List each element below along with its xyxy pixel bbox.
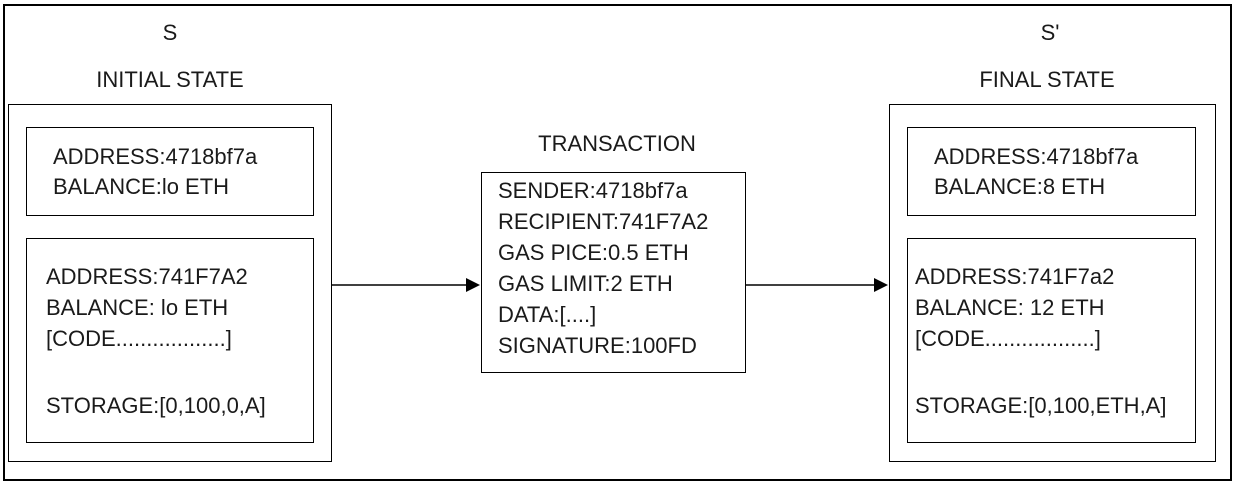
transaction-box: SENDER:4718bf7a RECIPIENT:741F7A2 GAS PI…	[481, 172, 746, 373]
transaction-data: DATA:[....]	[498, 302, 597, 327]
initial-account-1-balance: BALANCE:lo ETH	[53, 174, 230, 199]
transaction-sender: SENDER:4718bf7a	[498, 178, 688, 203]
final-account-2-address: ADDRESS:741F7a2	[915, 264, 1115, 289]
transaction-gas-price: GAS PICE:0.5 ETH	[498, 240, 689, 265]
transaction-recipient: RECIPIENT:741F7A2	[498, 209, 709, 234]
final-account-1-balance: BALANCE:8 ETH	[934, 174, 1106, 199]
transaction-signature: SIGNATURE:100FD	[498, 333, 697, 358]
initial-account-2-code: [CODE..................]	[46, 326, 232, 351]
initial-account-2: ADDRESS:741F7A2 BALANCE: lo ETH [CODE...…	[26, 238, 314, 443]
initial-account-1: ADDRESS:4718bf7a BALANCE:lo ETH	[26, 127, 314, 216]
final-account-2: ADDRESS:741F7a2 BALANCE: 12 ETH [CODE...…	[907, 238, 1196, 443]
final-account-2-code: [CODE..................]	[915, 326, 1101, 351]
final-account-2-storage: STORAGE:[0,100,ETH,A]	[915, 393, 1167, 418]
arrow-transaction-to-final-head	[874, 278, 888, 292]
final-state-title: FINAL STATE	[979, 67, 1115, 92]
transaction-gas-limit: GAS LIMIT:2 ETH	[498, 271, 673, 296]
initial-account-2-balance: BALANCE: lo ETH	[46, 295, 229, 320]
diagram-frame	[3, 4, 1232, 481]
initial-account-2-storage: STORAGE:[0,100,0,A]	[46, 393, 266, 418]
final-state-symbol: S'	[1040, 20, 1060, 45]
final-account-1-address: ADDRESS:4718bf7a	[934, 144, 1139, 169]
transaction-title: TRANSACTION	[538, 131, 696, 156]
final-account-1: ADDRESS:4718bf7a BALANCE:8 ETH	[907, 127, 1196, 216]
initial-account-2-address: ADDRESS:741F7A2	[46, 264, 248, 289]
arrow-initial-to-transaction-head	[466, 278, 480, 292]
initial-state-title: INITIAL STATE	[96, 67, 244, 92]
initial-account-1-address: ADDRESS:4718bf7a	[53, 144, 258, 169]
final-account-2-balance: BALANCE: 12 ETH	[915, 295, 1105, 320]
initial-state-symbol: S	[162, 20, 178, 45]
